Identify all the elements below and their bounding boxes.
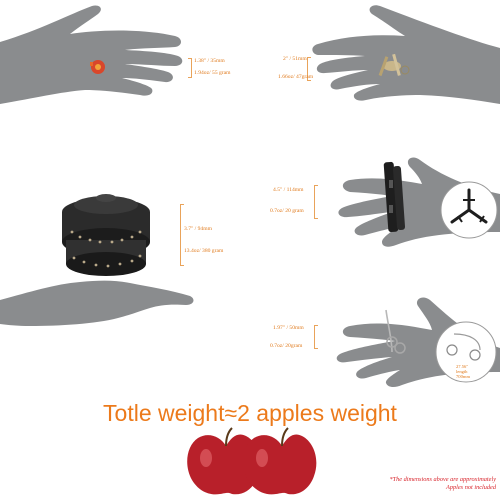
spork-weight: 1.66oz/ 47gram (278, 74, 314, 80)
spork-dimension: 2" / 51mm (283, 56, 307, 62)
spork-set-image (378, 53, 410, 77)
pot-stand-unfolded-inset (440, 181, 498, 239)
hand-top-left (0, 5, 183, 105)
gas-adapter-image (90, 60, 105, 74)
headline: Totle weight≈2 apples weight (103, 400, 397, 426)
bracket-adapter (188, 58, 192, 78)
pot-stand-dimension: 4.5" / 114mm (273, 187, 304, 193)
wire-saw-image (385, 309, 406, 354)
adapter-weight: 1.94oz/ 55 gram (194, 70, 231, 76)
bracket-spork (307, 57, 311, 81)
bracket-wire-saw (314, 325, 318, 349)
hand-bottom-left (0, 280, 194, 326)
wire-saw-inset (435, 321, 497, 383)
cookware-dimension: 3.7" / 94mm (184, 226, 212, 232)
wire-saw-weight: 0.7oz/ 20gram (270, 343, 303, 349)
cookware-set-image (62, 194, 150, 276)
apple-right-image (243, 427, 317, 495)
pot-stand-weight: 0.7oz/ 20 gram (270, 208, 304, 214)
hand-top-right (312, 5, 500, 105)
bracket-cookware (180, 204, 184, 266)
footnote-line-1: *The dimensions above are approximately (389, 476, 496, 483)
adapter-dimension: 1.38" / 35mm (194, 58, 225, 64)
wire-saw-dimension: 1.97" / 50mm (273, 325, 304, 331)
footnote: *The dimensions above are approximately … (389, 476, 496, 492)
wire-saw-length-note: 27.56" length 700mm (456, 364, 471, 379)
footnote-line-2: Apples not included (445, 484, 496, 491)
apple-left-image (187, 427, 261, 495)
pot-stand-folded-image (383, 161, 406, 233)
bracket-pot-stand (314, 185, 318, 219)
cookware-weight: 13.4oz/ 380 gram (184, 248, 224, 254)
